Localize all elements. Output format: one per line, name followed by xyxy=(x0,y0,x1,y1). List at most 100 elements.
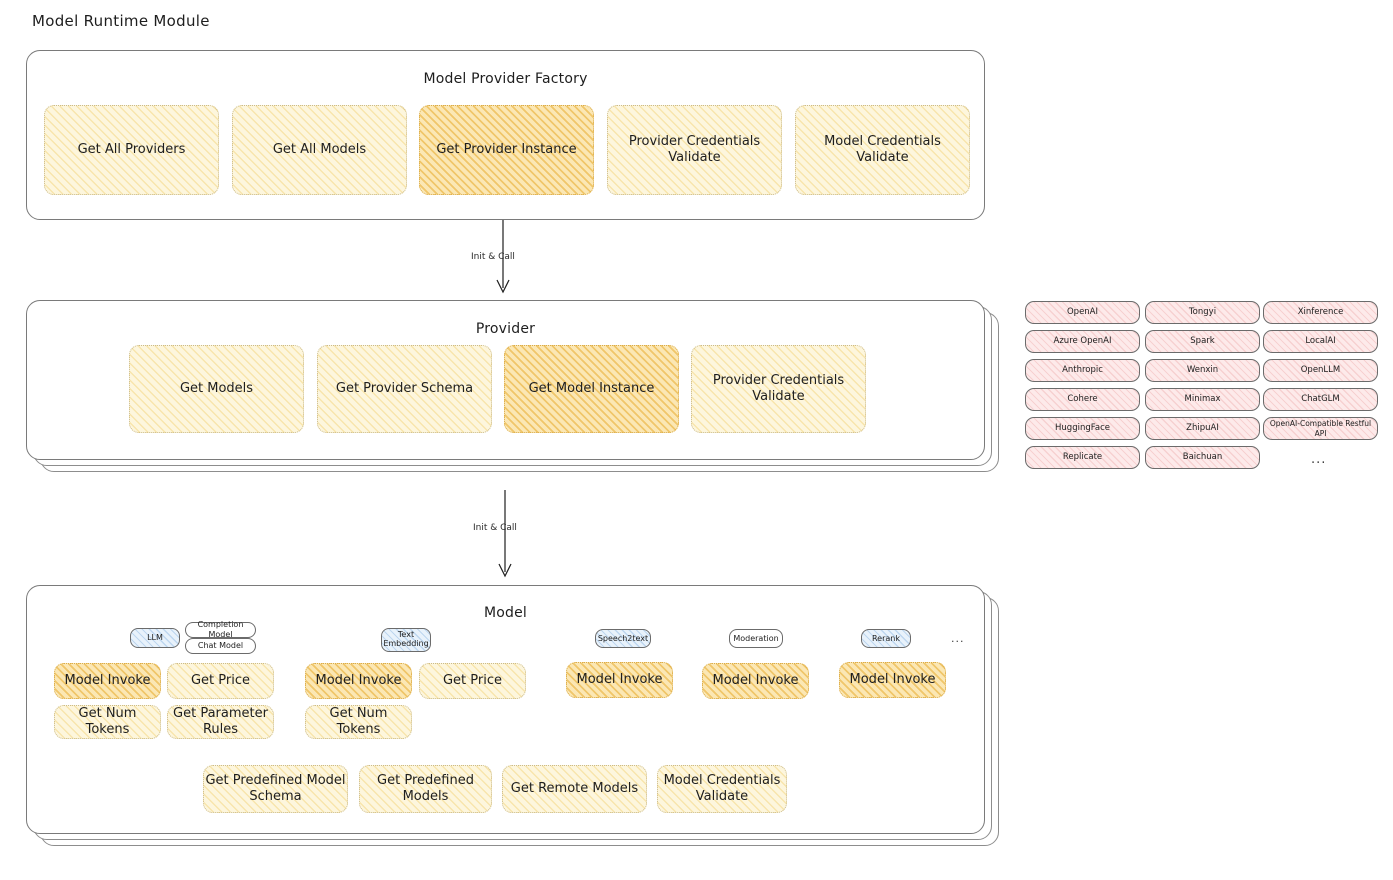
provider-pill-label: Baichuan xyxy=(1182,452,1223,463)
model-tag-label: Rerank xyxy=(871,633,900,643)
model-tag-label: Speech2text xyxy=(597,633,649,643)
provider-pill-label: Cohere xyxy=(1067,394,1098,405)
model-cell-label: Model Invoke xyxy=(576,671,663,687)
provider-pill-label: ZhipuAI xyxy=(1186,423,1219,434)
model-cell-get-predefined-model-schema[interactable]: Get Predefined Model Schema xyxy=(203,765,348,813)
model-cell-label: Get Predefined Models xyxy=(377,772,474,804)
model-tag-speech2text[interactable]: Speech2text xyxy=(595,629,651,648)
factory-cell-get-all-models[interactable]: Get All Models xyxy=(232,105,407,195)
provider-pill-localai[interactable]: LocalAI xyxy=(1263,330,1378,353)
provider-pill-label: HuggingFace xyxy=(1055,423,1110,434)
factory-cell-model-credentials-validate[interactable]: Model Credentials Validate xyxy=(795,105,970,195)
model-cell-text-embedding-get-num-tokens[interactable]: Get Num Tokens xyxy=(305,705,412,739)
provider-cell-get-models[interactable]: Get Models xyxy=(129,345,304,433)
model-subtag-label: Completion Model xyxy=(197,620,244,639)
provider-pill-baichuan[interactable]: Baichuan xyxy=(1145,446,1260,469)
model-cell-get-remote-models[interactable]: Get Remote Models xyxy=(502,765,647,813)
model-cell-llm-get-num-tokens[interactable]: Get Num Tokens xyxy=(54,705,161,739)
provider-cell-get-provider-schema[interactable]: Get Provider Schema xyxy=(317,345,492,433)
arrow-factory-to-provider xyxy=(496,220,510,294)
provider-pill-label: Anthropic xyxy=(1062,365,1103,376)
model-cell-label: Get Price xyxy=(190,672,250,688)
model-cell-label: Get Num Tokens xyxy=(78,705,137,737)
model-cell-llm-get-price[interactable]: Get Price xyxy=(167,663,274,699)
provider-pill-replicate[interactable]: Replicate xyxy=(1025,446,1140,469)
model-subtag-chat-model[interactable]: Chat Model xyxy=(185,638,256,654)
provider-pill-label: OpenAI-Compatible Restful API xyxy=(1269,419,1372,438)
model-tag-rerank[interactable]: Rerank xyxy=(861,629,911,648)
model-tag-label: Text Embedding xyxy=(383,630,429,648)
provider-pill-huggingface[interactable]: HuggingFace xyxy=(1025,417,1140,440)
model-cell-text-embedding-model-invoke[interactable]: Model Invoke xyxy=(305,663,412,699)
model-cell-label: Model Credentials Validate xyxy=(663,772,781,804)
provider-pill-label: LocalAI xyxy=(1305,336,1336,347)
factory-cell-provider-credentials-validate[interactable]: Provider Credentials Validate xyxy=(607,105,782,195)
model-cell-label: Get Remote Models xyxy=(510,780,639,796)
model-cell-label: Get Predefined Model Schema xyxy=(205,772,346,804)
provider-pill-xinference[interactable]: Xinference xyxy=(1263,301,1378,324)
model-tag-label: Moderation xyxy=(733,633,779,643)
model-subtag-completion-model[interactable]: Completion Model xyxy=(185,620,256,639)
provider-title: Provider xyxy=(475,321,536,337)
factory-cell-get-all-providers[interactable]: Get All Providers xyxy=(44,105,219,195)
arrow-label-init-call-2: Init & Call xyxy=(473,523,517,533)
model-tag-moderation[interactable]: Moderation xyxy=(729,629,783,648)
provider-pill-tongyi[interactable]: Tongyi xyxy=(1145,301,1260,324)
page-title: Model Runtime Module xyxy=(32,12,210,30)
provider-pill-label: Azure OpenAI xyxy=(1053,336,1112,347)
model-cell-label: Model Invoke xyxy=(315,672,402,688)
provider-pill-label: Xinference xyxy=(1297,307,1344,318)
model-cell-speech2text-model-invoke[interactable]: Model Invoke xyxy=(566,662,673,698)
provider-pill-label: Replicate xyxy=(1062,452,1103,463)
model-cell-label: Model Invoke xyxy=(64,672,151,688)
provider-pill-anthropic[interactable]: Anthropic xyxy=(1025,359,1140,382)
provider-pill-cohere[interactable]: Cohere xyxy=(1025,388,1140,411)
provider-pill-label: ChatGLM xyxy=(1301,394,1340,405)
model-tag-text-embedding[interactable]: Text Embedding xyxy=(381,628,431,652)
provider-pill-label: Wenxin xyxy=(1186,365,1219,376)
factory-cell-label: Model Credentials Validate xyxy=(824,133,941,165)
arrow-provider-to-model xyxy=(498,490,512,578)
provider-pill-openai-compatible-restful-api[interactable]: OpenAI-Compatible Restful API xyxy=(1263,417,1378,440)
provider-pill-label: OpenAI xyxy=(1066,307,1099,318)
provider-pill-wenxin[interactable]: Wenxin xyxy=(1145,359,1260,382)
provider-pill-openllm[interactable]: OpenLLM xyxy=(1263,359,1378,382)
provider-pill-openai[interactable]: OpenAI xyxy=(1025,301,1140,324)
provider-cell-provider-credentials-validate[interactable]: Provider Credentials Validate xyxy=(691,345,866,433)
provider-pill-zhipuai[interactable]: ZhipuAI xyxy=(1145,417,1260,440)
provider-cell-label: Get Model Instance xyxy=(528,380,655,396)
provider-pill-label: Minimax xyxy=(1184,394,1221,405)
provider-cell-label: Get Models xyxy=(179,380,254,396)
provider-cell-get-model-instance[interactable]: Get Model Instance xyxy=(504,345,679,433)
provider-cell-label: Provider Credentials Validate xyxy=(712,372,845,404)
model-cell-moderation-model-invoke[interactable]: Model Invoke xyxy=(702,663,809,699)
model-cell-text-embedding-get-price[interactable]: Get Price xyxy=(419,663,526,699)
provider-pill-spark[interactable]: Spark xyxy=(1145,330,1260,353)
provider-pill-label: OpenLLM xyxy=(1300,365,1341,376)
model-provider-factory-title: Model Provider Factory xyxy=(423,71,588,87)
provider-pill-label: Spark xyxy=(1190,336,1215,347)
provider-pill-label: Tongyi xyxy=(1188,307,1217,318)
factory-cell-label: Get All Providers xyxy=(77,141,186,157)
model-tag-llm[interactable]: LLM xyxy=(130,628,180,648)
provider-pill-chatglm[interactable]: ChatGLM xyxy=(1263,388,1378,411)
factory-cell-label: Get All Models xyxy=(272,141,367,157)
provider-cell-label: Get Provider Schema xyxy=(335,380,474,396)
model-cell-model-credentials-validate[interactable]: Model Credentials Validate xyxy=(657,765,787,813)
model-title: Model xyxy=(483,605,528,621)
model-cell-llm-model-invoke[interactable]: Model Invoke xyxy=(54,663,161,699)
provider-pill-minimax[interactable]: Minimax xyxy=(1145,388,1260,411)
provider-list-more-ellipsis: ... xyxy=(1311,452,1327,467)
model-cell-rerank-model-invoke[interactable]: Model Invoke xyxy=(839,662,946,698)
factory-cell-label: Get Provider Instance xyxy=(436,141,577,157)
model-cell-llm-get-parameter-rules[interactable]: Get Parameter Rules xyxy=(167,705,274,739)
model-tag-label: LLM xyxy=(147,633,163,642)
provider-pill-azure-openai[interactable]: Azure OpenAI xyxy=(1025,330,1140,353)
model-subtag-label: Chat Model xyxy=(197,641,244,650)
factory-cell-get-provider-instance[interactable]: Get Provider Instance xyxy=(419,105,594,195)
model-cell-label: Get Num Tokens xyxy=(329,705,388,737)
model-cell-get-predefined-models[interactable]: Get Predefined Models xyxy=(359,765,492,813)
factory-cell-label: Provider Credentials Validate xyxy=(628,133,761,165)
model-cell-label: Model Invoke xyxy=(712,672,799,688)
model-cell-label: Get Price xyxy=(442,672,502,688)
